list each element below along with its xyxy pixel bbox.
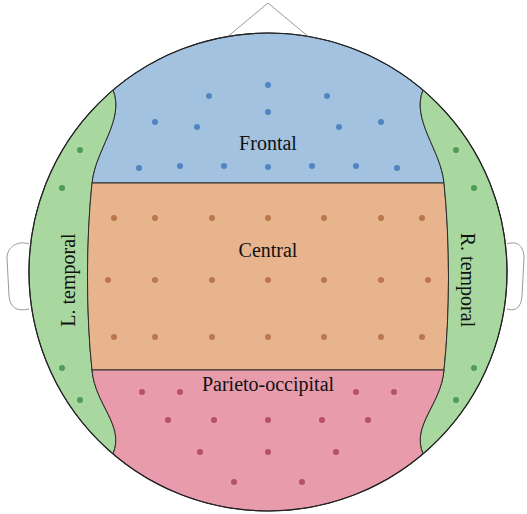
frontal-region: Frontal <box>92 33 444 183</box>
right-ear-outline <box>507 243 524 310</box>
region-label: Central <box>239 238 298 262</box>
region-shape <box>86 182 450 372</box>
central-region: Central <box>86 182 450 372</box>
region-outline <box>92 370 444 511</box>
parieto-occipital-region: Parieto-occipital <box>92 369 444 513</box>
region-shape <box>92 33 444 183</box>
region-outline <box>92 33 444 183</box>
region-label: R. temporal <box>456 233 480 327</box>
head-outline <box>29 33 507 511</box>
region-outline <box>88 183 449 370</box>
region-label: L. temporal <box>56 233 80 326</box>
region-label: Parieto-occipital <box>202 372 334 396</box>
region-label: Frontal <box>239 131 297 155</box>
temporal-electrodes <box>59 147 477 403</box>
left-ear-outline <box>7 243 29 310</box>
